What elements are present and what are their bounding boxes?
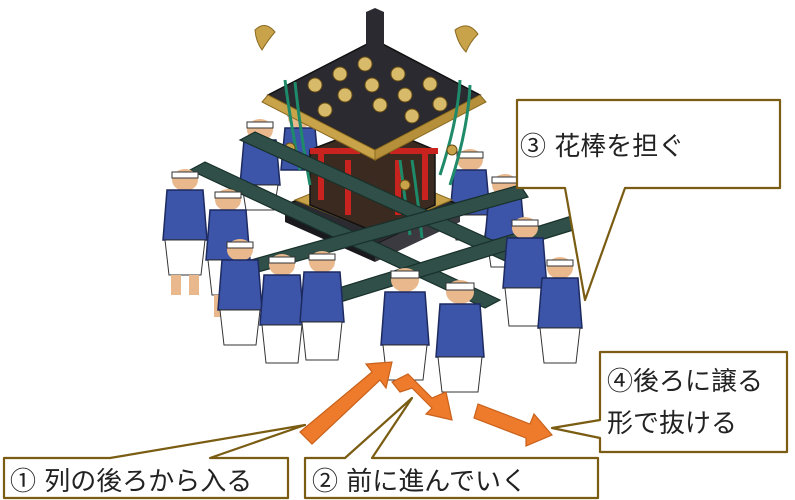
bearer-group-front [162,169,583,393]
callout-step4: ④後ろに譲る 形で抜ける [550,350,789,454]
callout-step1-text: ① 列の後ろから入る [10,467,252,497]
arrow-exit [473,403,553,447]
callout-step3: ③ 花棒を担ぐ [515,98,782,302]
callout-step3-text: ③ 花棒を担ぐ [520,132,684,162]
callout-step4-text-line1: ④後ろに譲る [607,367,763,397]
callout-step1: ① 列の後ろから入る [2,423,307,500]
mikoshi-shrine [254,8,487,262]
callout-step4-box [550,350,789,454]
movement-arrows [299,361,553,447]
callout-step2-text: ② 前に進んでいく [312,467,527,497]
callout-step1-box [2,423,307,500]
callout-step2: ② 前に進んでいく [303,396,600,500]
mikoshi-illustration [162,8,584,393]
callout-step2-box [303,396,600,500]
arrow-entry [299,361,393,445]
callout-step3-box [515,98,782,302]
arrow-forward [391,373,453,421]
callout-step4-text-line2: 形で抜ける [607,409,737,439]
